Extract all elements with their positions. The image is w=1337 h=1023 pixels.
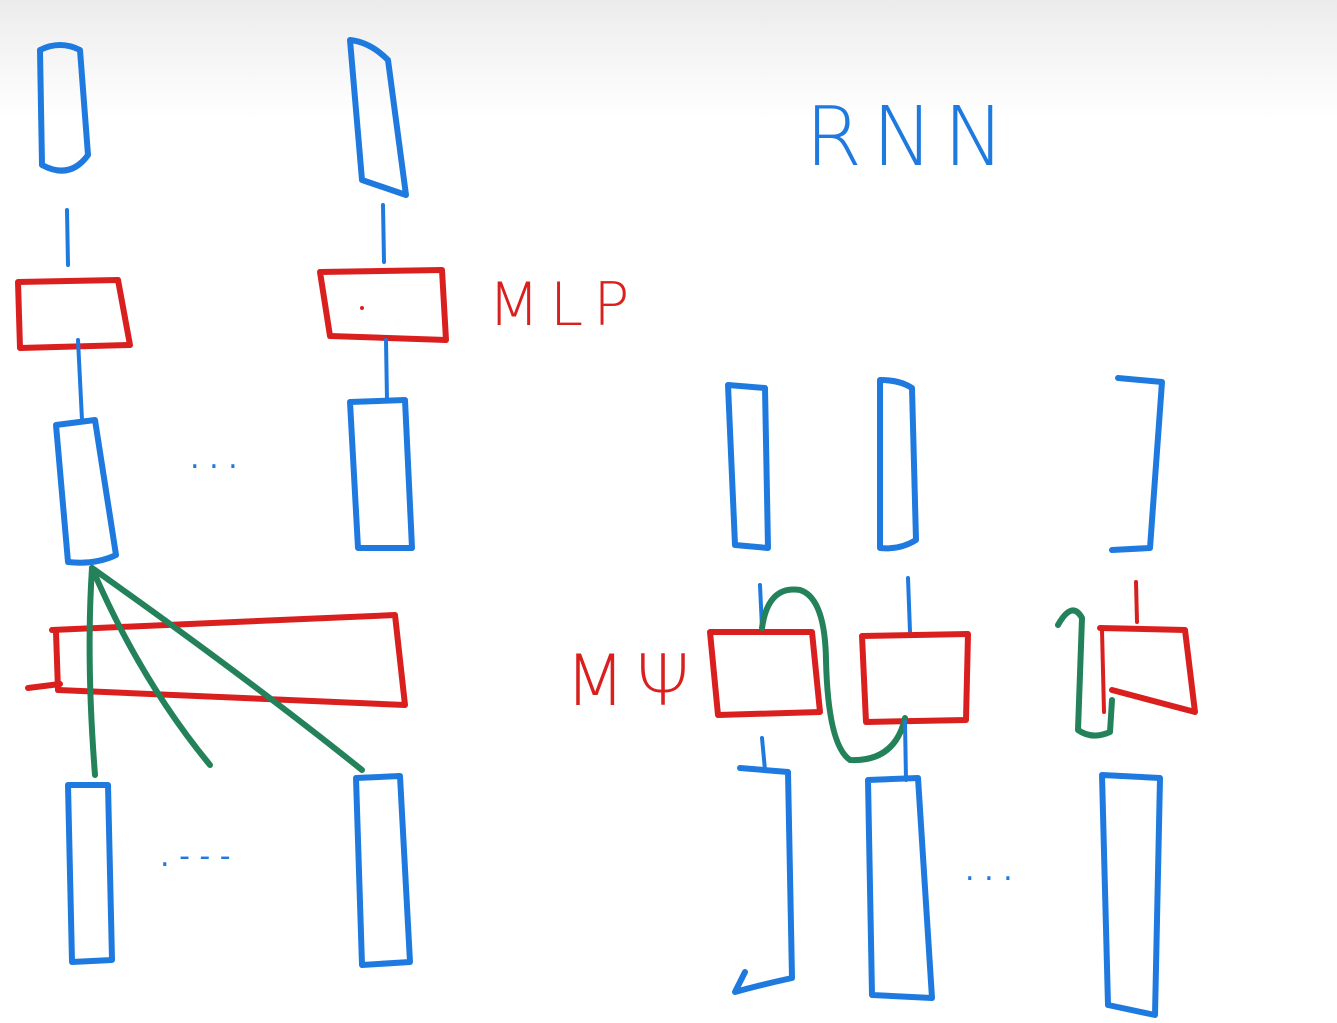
mlp-label: MLP [488, 270, 639, 340]
mlp-connector-1 [65, 208, 70, 267]
mlp-ellipsis-top: . . . [190, 441, 238, 476]
rnn-connector-5 [903, 720, 908, 782]
rnn-cell-3 [1097, 625, 1198, 715]
rnn-cell-2 [859, 631, 971, 725]
mlp-ellipsis-bottom: . - - - [160, 839, 231, 874]
mlp-hidden-vector-1 [53, 417, 119, 566]
rnn-recurrent-link-2 [1055, 607, 1115, 739]
mlp-connector-3 [76, 338, 84, 422]
mlp-green-link-3 [89, 565, 365, 773]
rnn-input-vector-2 [865, 775, 935, 1001]
mpsi-label: MΨ [565, 640, 701, 722]
mlp-input-vector-2 [353, 773, 413, 968]
mlp-box-2-dot [360, 306, 364, 310]
mlp-box-1 [15, 277, 133, 351]
mlp-box-2 [317, 267, 449, 343]
mlp-attention-bar-left [25, 629, 63, 693]
mlp-hidden-vector-2 [347, 397, 415, 551]
rnn-output-vector-2 [877, 377, 919, 552]
mlp-output-vector-2 [347, 37, 409, 198]
mlp-green-link-2 [89, 565, 213, 768]
rnn-connector-3 [1134, 580, 1139, 624]
rnn-cell-1 [707, 629, 823, 718]
rnn-output-vector-1 [725, 382, 771, 551]
rnn-input-vector-3 [1099, 772, 1163, 1018]
rnn-connector-2 [906, 576, 912, 634]
mlp-green-link-1 [86, 565, 98, 778]
rnn-connector-4 [760, 736, 767, 772]
mlp-input-vector-1 [65, 782, 115, 965]
rnn-recurrent-link-1 [759, 586, 908, 764]
mlp-connector-4 [384, 338, 389, 402]
rnn-cell-3-edge [1100, 628, 1106, 714]
rnn-input-vector-1 [732, 765, 795, 995]
rnn-ellipsis: . . . [965, 853, 1013, 888]
mlp-connector-2 [381, 203, 386, 264]
rnn-label: RNN [805, 90, 1015, 185]
mlp-output-vector-1 [37, 42, 91, 174]
mlp-attention-bar [49, 612, 408, 708]
rnn-output-vector-3 [1109, 375, 1165, 553]
